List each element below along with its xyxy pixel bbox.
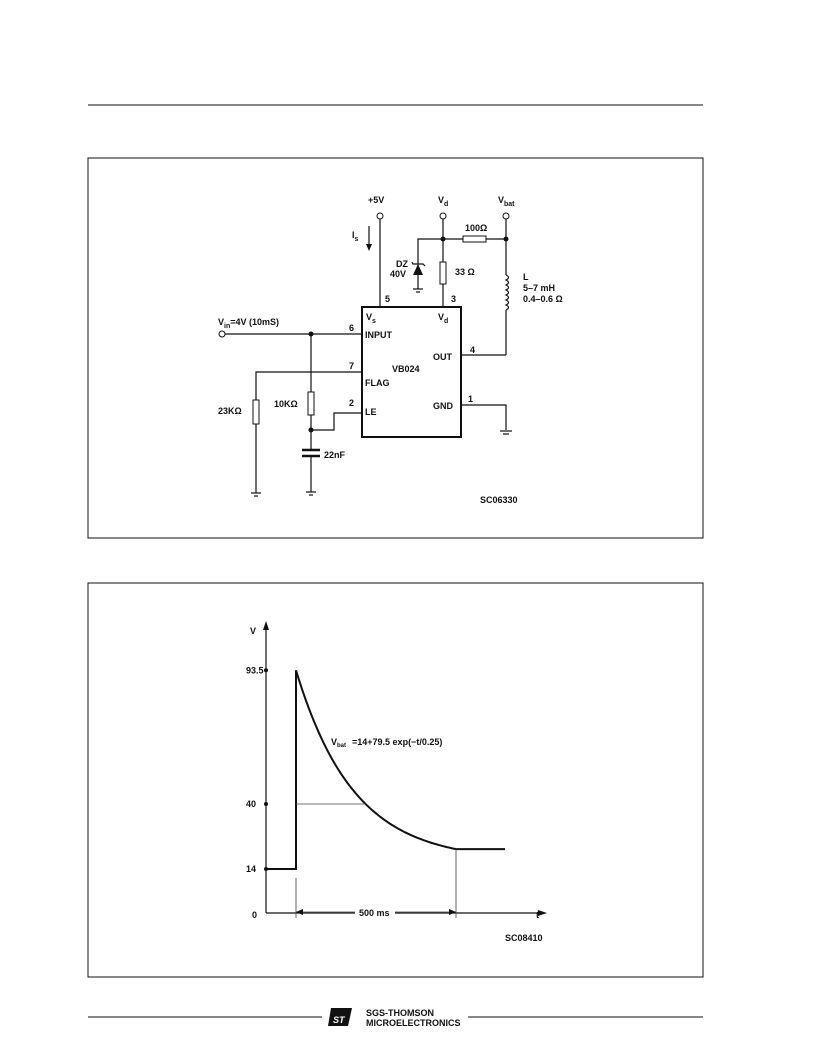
waveform-chart: V t 0 14 40 93.5 500 ms Vbat=14+79.5 exp(−… <box>246 621 547 943</box>
supply-terminal <box>376 212 384 220</box>
circuit-diagram: +5V Is Vd 33 Ω 100Ω Vbat L 5–7 mH 0.4–0.… <box>218 195 563 505</box>
svg-text:LE: LE <box>365 407 377 417</box>
svg-text:ST: ST <box>333 1015 346 1025</box>
chart-frame <box>87 582 704 978</box>
svg-text:23KΩ: 23KΩ <box>218 406 242 416</box>
vbat-label: Vbat <box>498 195 515 208</box>
resistor-23k <box>252 399 260 425</box>
svg-text:2: 2 <box>349 398 354 408</box>
resistor-10k <box>307 391 315 416</box>
chart-code: SC08410 <box>505 933 543 943</box>
svg-text:40V: 40V <box>390 269 406 279</box>
svg-text:33 Ω: 33 Ω <box>455 267 475 277</box>
svg-text:1: 1 <box>468 394 473 404</box>
svg-text:10KΩ: 10KΩ <box>274 399 298 409</box>
inductor <box>504 274 510 311</box>
svg-text:5: 5 <box>385 294 390 304</box>
y-tick-dot <box>264 668 268 673</box>
svg-text:4: 4 <box>470 345 475 355</box>
vbat-terminal <box>502 212 510 220</box>
st-logo-icon <box>328 1008 352 1026</box>
x-axis-label: t <box>536 910 539 920</box>
resistor-33 <box>439 261 447 285</box>
supply-label: +5V <box>368 195 384 205</box>
svg-text:3: 3 <box>451 294 456 304</box>
svg-text:100Ω: 100Ω <box>465 223 487 233</box>
svg-text:0.4–0.6 Ω: 0.4–0.6 Ω <box>523 294 563 304</box>
svg-text:5–7 mH: 5–7 mH <box>523 283 555 293</box>
svg-text:Vd: Vd <box>438 312 448 325</box>
duration-label: 500 ms <box>359 908 390 918</box>
circuit-frame <box>87 157 704 539</box>
y-tick-label: 93.5 <box>246 665 264 675</box>
vin-label: Vin=4V (10mS) <box>218 317 279 330</box>
vd-terminal <box>439 212 447 220</box>
svg-text:GND: GND <box>433 401 454 411</box>
vbat-curve <box>266 670 505 870</box>
svg-text:6: 6 <box>349 323 354 333</box>
circuit-code: SC06330 <box>480 495 518 505</box>
vd-label: Vd <box>438 195 448 208</box>
svg-text:7: 7 <box>349 361 354 371</box>
vin-terminal <box>218 330 226 338</box>
svg-text:L: L <box>523 272 529 282</box>
svg-text:MICROELECTRONICS: MICROELECTRONICS <box>366 1018 461 1028</box>
svg-text:DZ: DZ <box>396 259 408 269</box>
svg-text:OUT: OUT <box>433 352 453 362</box>
y-tick-label: 40 <box>246 799 256 809</box>
svg-text:INPUT: INPUT <box>365 330 393 340</box>
resistor-100 <box>462 235 487 243</box>
y-axis-label: V <box>250 626 256 636</box>
origin-label: 0 <box>252 910 257 920</box>
zener-diode <box>413 264 423 275</box>
svg-text:VB024: VB024 <box>392 364 420 374</box>
svg-text:SGS-THOMSON: SGS-THOMSON <box>366 1008 434 1018</box>
formula-label: Vbat=14+79.5 exp(−t/0.25) <box>331 737 442 749</box>
st-logo: ST SGS-THOMSON MICROELECTRONICS <box>328 1008 461 1028</box>
svg-text:22nF: 22nF <box>324 450 346 460</box>
svg-text:FLAG: FLAG <box>365 378 390 388</box>
y-tick-dot <box>264 802 268 806</box>
is-label: Is <box>352 230 359 243</box>
y-tick-label: 14 <box>246 864 256 874</box>
svg-text:Vs: Vs <box>366 312 376 325</box>
